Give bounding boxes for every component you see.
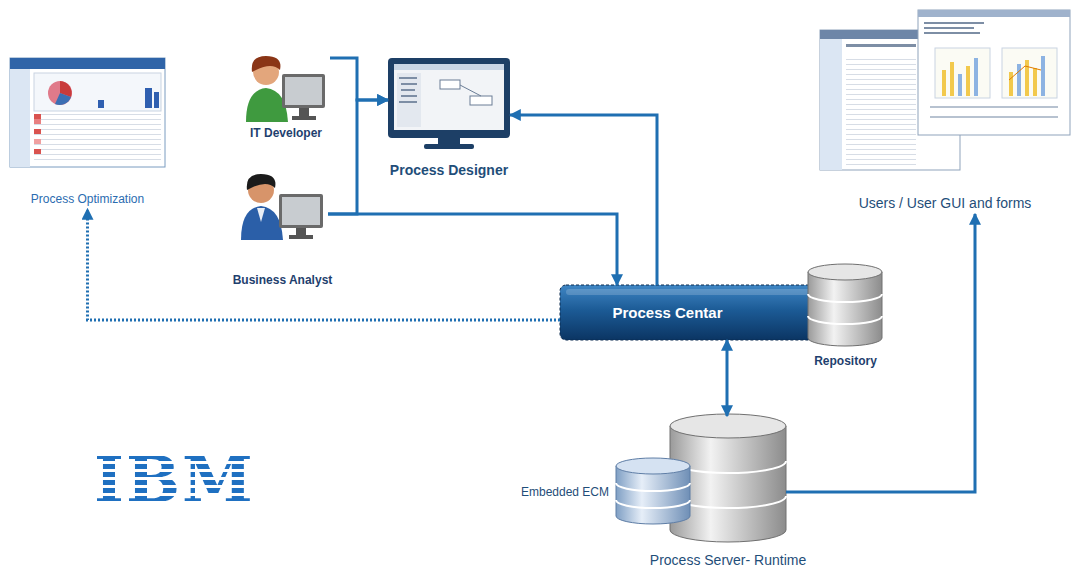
- optimization-screenshot: [10, 58, 165, 167]
- process-center-band: Process Centar: [560, 285, 835, 340]
- flow-connector: [786, 214, 975, 492]
- node-label: Process Server- Runtime: [650, 552, 806, 569]
- node-label: Process Designer: [390, 162, 508, 179]
- analyst-role: Business Analyst: [240, 170, 325, 240]
- flow-connector: [726, 340, 729, 416]
- flow-connector: [510, 115, 657, 285]
- user-forms-screenshots: [820, 10, 1070, 170]
- repository-cylinder: [808, 264, 882, 346]
- developer-role: IT Developer: [245, 52, 327, 122]
- flow-connector: [328, 214, 617, 285]
- node-label: Process Centar: [612, 304, 722, 322]
- node-label: Business Analyst: [233, 273, 333, 287]
- flow-connector: [328, 100, 388, 214]
- developer-figure: [246, 56, 325, 122]
- ecm-cylinder: [616, 458, 690, 524]
- analyst-figure: [241, 174, 323, 240]
- process-center-bar: [560, 285, 835, 340]
- node-label: IT Developer: [250, 126, 322, 140]
- flow-connector: [330, 58, 388, 100]
- user-forms: Users / User GUI and forms: [820, 10, 1070, 212]
- designer-tool: Process Designer: [388, 58, 510, 150]
- server-store: Process Server- Runtime: [670, 414, 786, 542]
- repository-store: Repository: [808, 264, 883, 346]
- node-label: Process Optimization: [31, 192, 144, 206]
- node-label: Repository: [814, 354, 877, 368]
- flow-connector: [88, 209, 561, 320]
- node-label: Users / User GUI and forms: [859, 195, 1032, 212]
- ecm-store: Embedded ECM: [615, 458, 691, 526]
- brand-logo: IBM: [94, 448, 255, 512]
- node-label: Embedded ECM: [521, 485, 609, 499]
- designer-monitor: [388, 58, 510, 149]
- optimization-panel: Process Optimization: [10, 58, 165, 207]
